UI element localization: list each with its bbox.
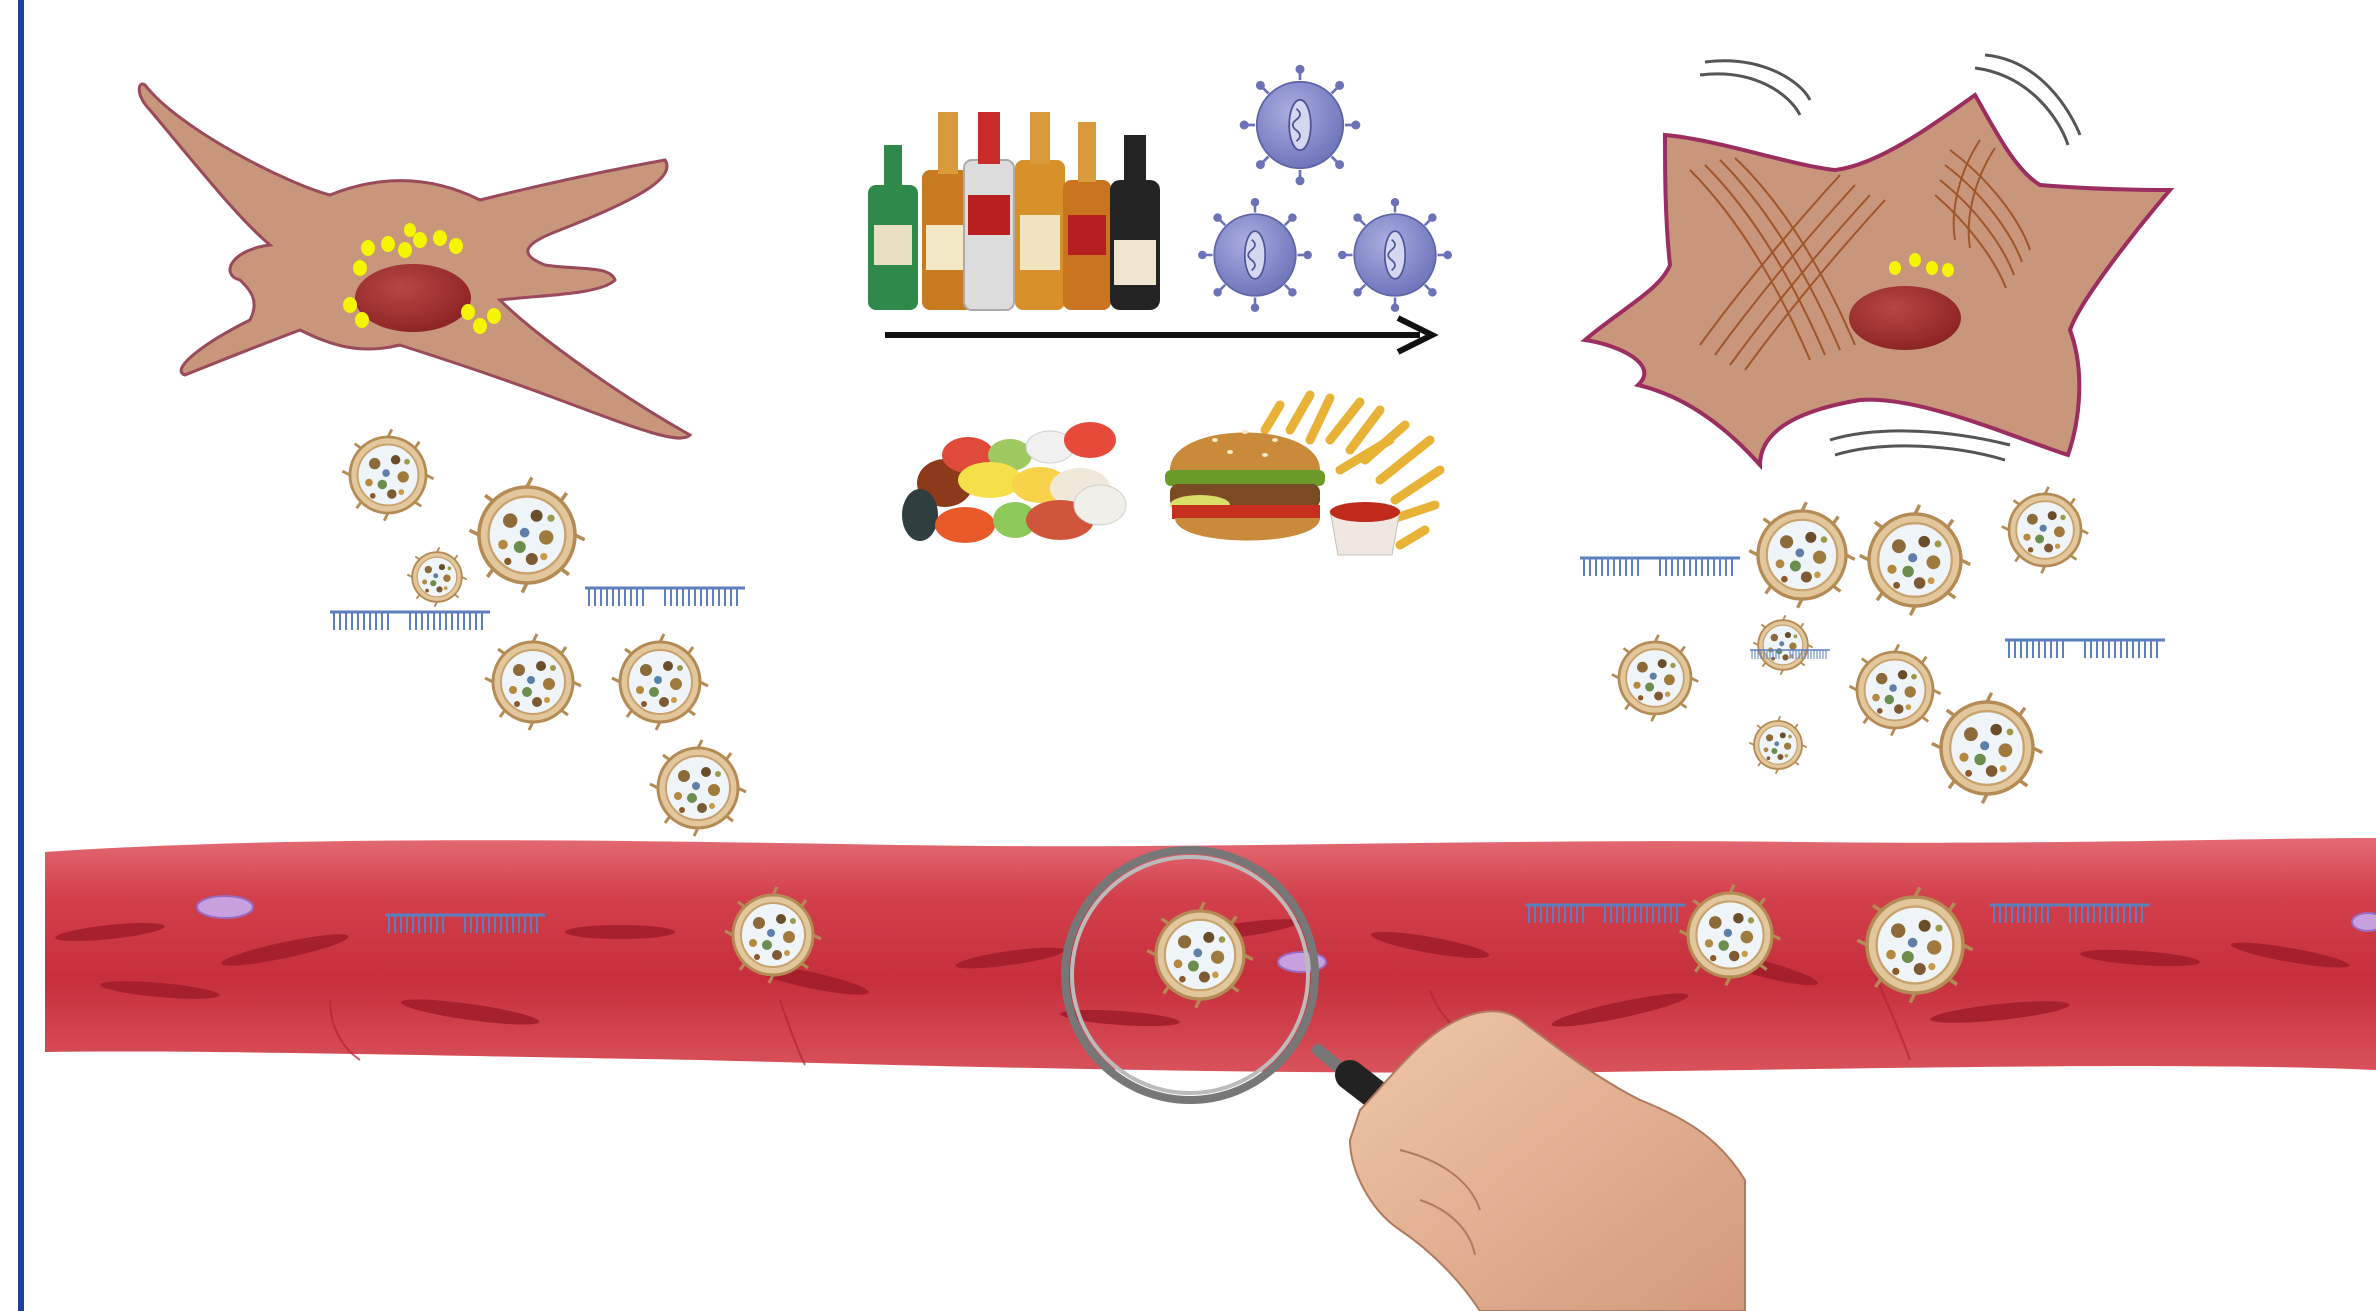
activated-cell — [1585, 95, 2170, 465]
right-vesicles — [1612, 487, 2088, 803]
pills-icon — [902, 422, 1126, 543]
virus-icon — [1198, 65, 1452, 312]
frame-border — [18, 0, 24, 1311]
quiescent-cell — [139, 84, 690, 438]
blood-vessel — [45, 838, 2376, 1073]
left-mirna — [330, 588, 745, 630]
fast-food-icon — [1165, 395, 1440, 555]
alcohol-bottles-icon — [868, 112, 1160, 310]
progression-arrow — [885, 318, 1432, 352]
nucleus — [355, 264, 471, 332]
left-vesicles — [342, 429, 746, 836]
nucleus — [1849, 286, 1961, 350]
